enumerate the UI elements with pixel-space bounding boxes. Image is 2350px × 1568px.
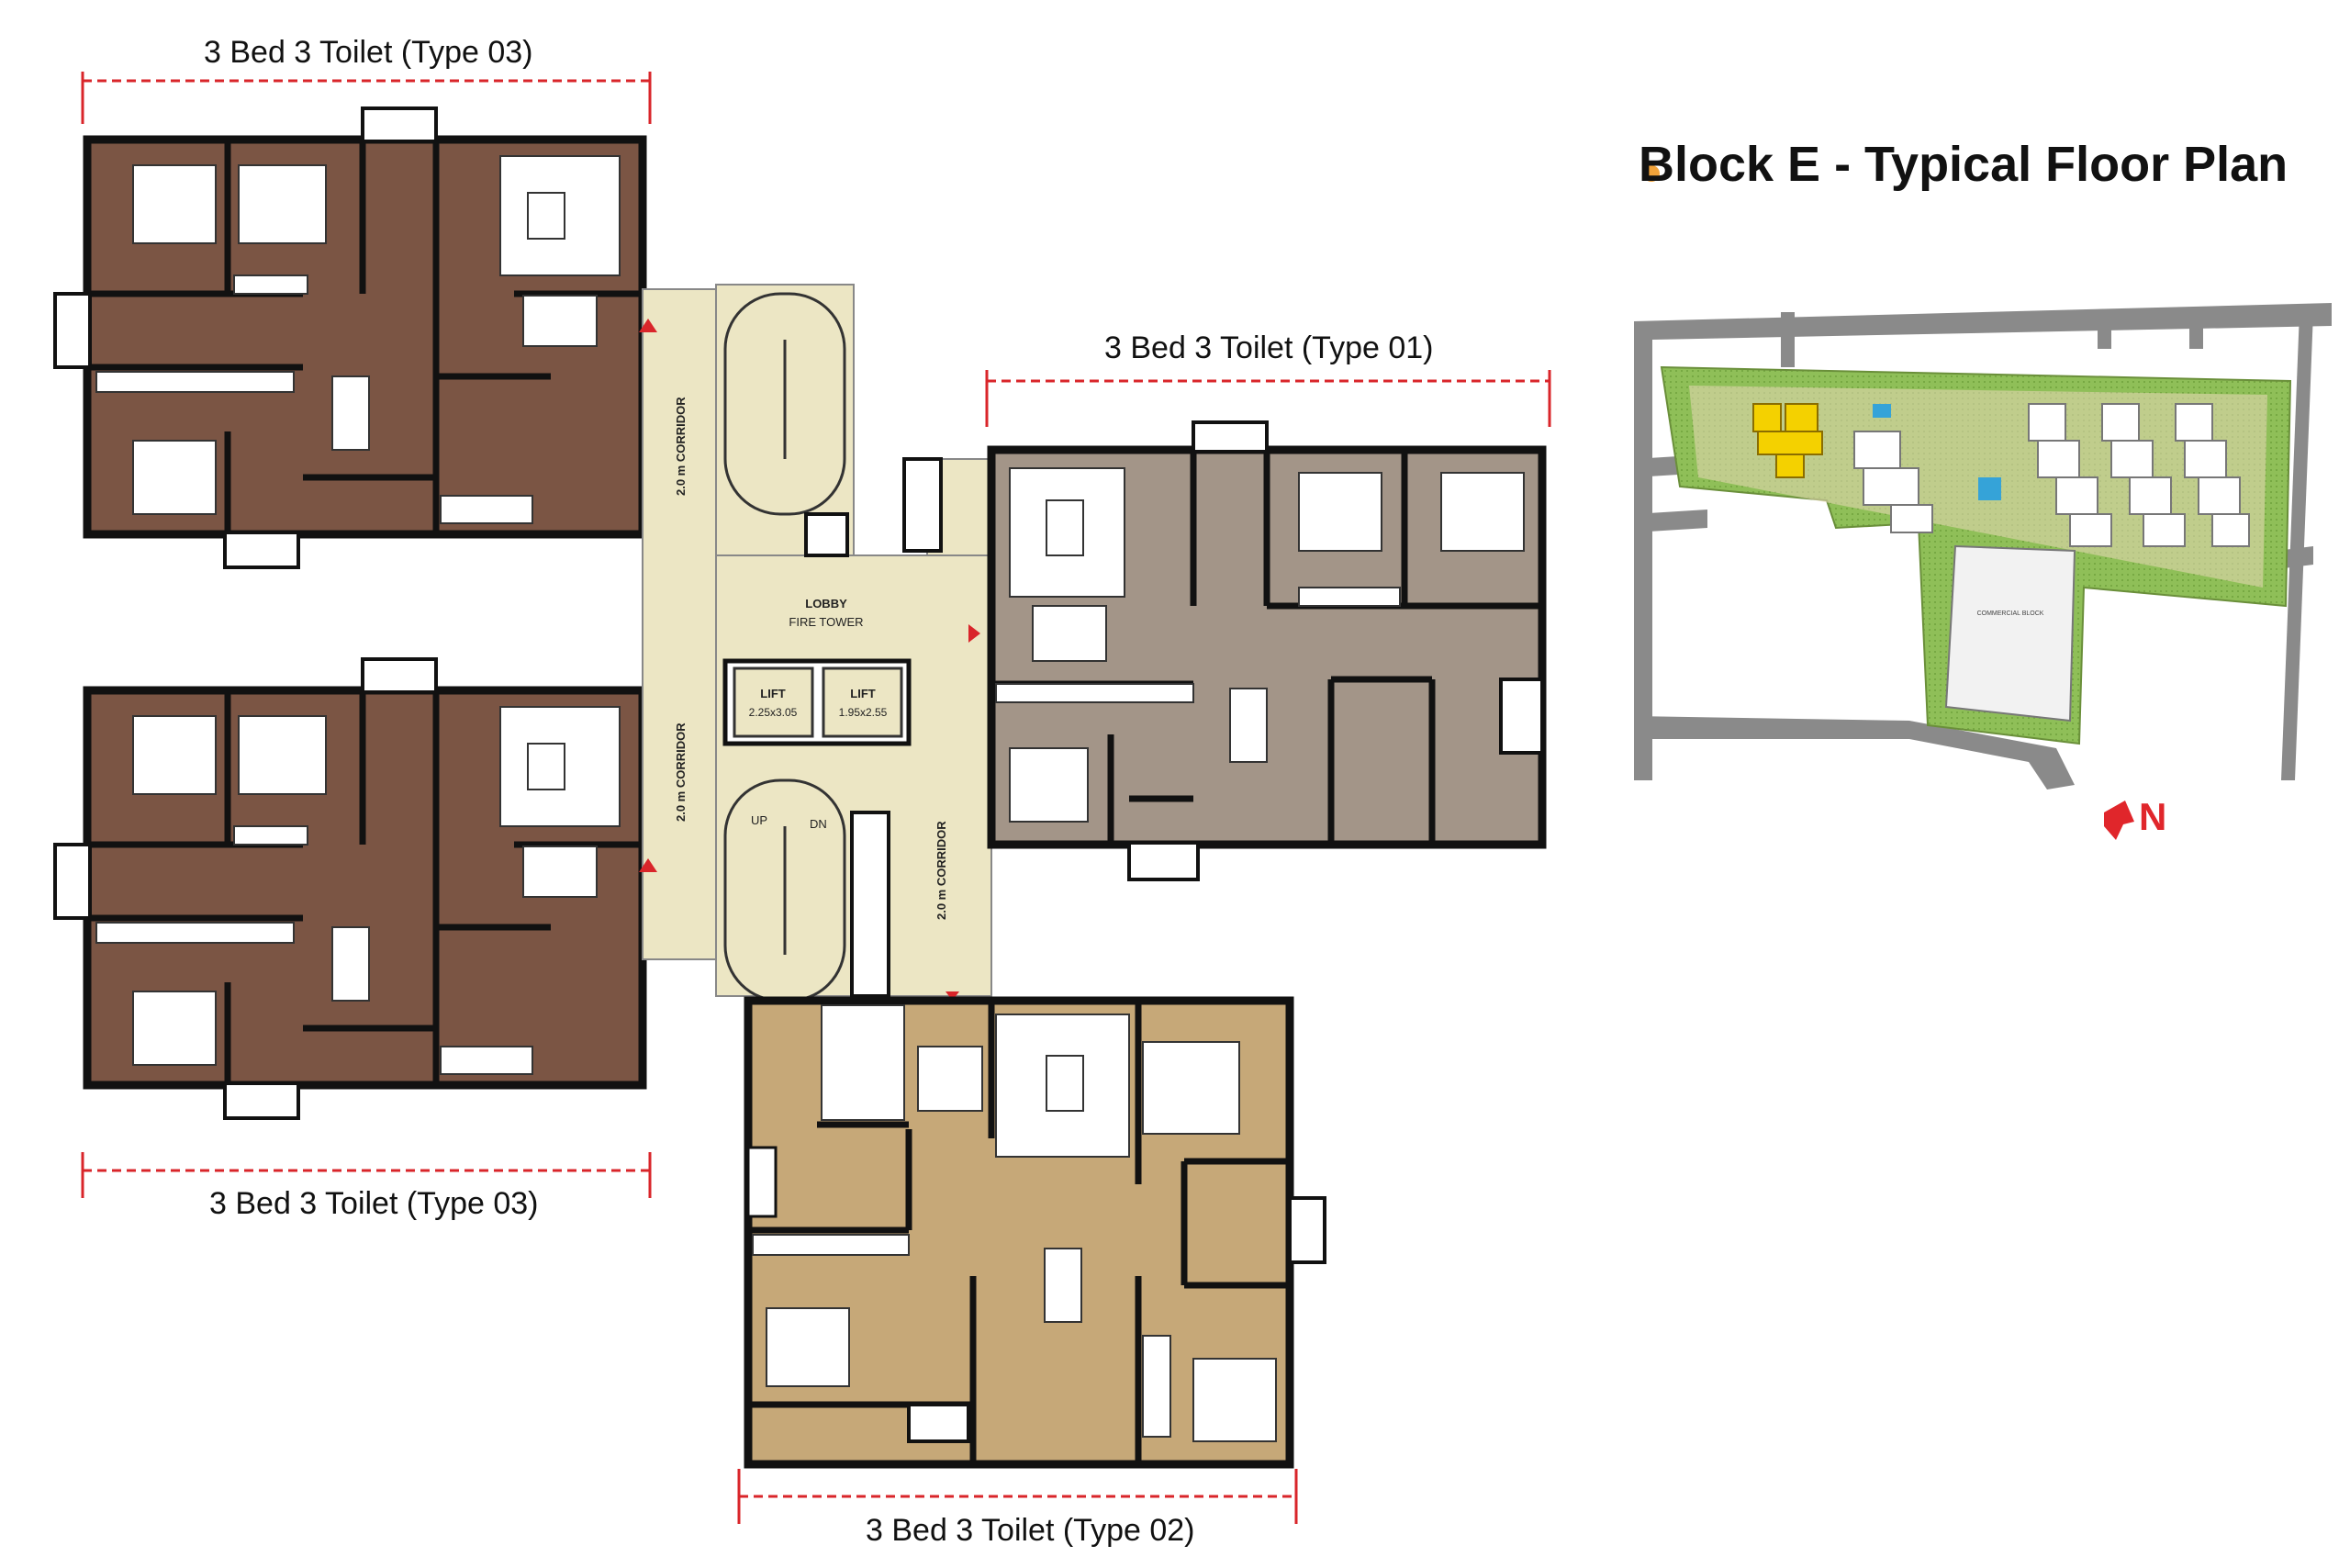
unit-label-type02: 3 Bed 3 Toilet (Type 02) <box>866 1513 1195 1548</box>
stair-up-label: UP <box>751 813 767 827</box>
corridor-right-label: 2.0 m CORRIDOR <box>934 821 948 920</box>
lift1-label: LIFT <box>760 687 785 700</box>
unit-label-type01: 3 Bed 3 Toilet (Type 01) <box>1104 330 1434 365</box>
building-core <box>639 284 992 1002</box>
commercial-block-label: COMMERCIAL BLOCK <box>1977 610 2044 617</box>
unit-type03-bottom <box>53 657 647 1120</box>
dimension-lines <box>83 79 1550 1498</box>
page-title: Block E - Typical Floor Plan <box>1639 137 2288 192</box>
lobby-label: LOBBY <box>805 597 847 610</box>
fire-tower-label: FIRE TOWER <box>789 615 863 629</box>
lift1-size: 2.25x3.05 <box>749 706 798 719</box>
unit-type02 <box>744 996 1326 1469</box>
stair-down-label: DN <box>810 817 827 831</box>
unit-label-type03-bottom: 3 Bed 3 Toilet (Type 03) <box>209 1186 539 1221</box>
corridor-left-top-label: 2.0 m CORRIDOR <box>674 397 688 496</box>
title-bullet-icon <box>1643 165 1660 182</box>
dimension-ticks <box>81 72 1551 1524</box>
unit-label-type03-top: 3 Bed 3 Toilet (Type 03) <box>204 35 533 70</box>
north-label: N <box>2139 795 2167 838</box>
corridor-left-bottom-label: 2.0 m CORRIDOR <box>674 722 688 822</box>
unit-type03-top <box>53 106 647 569</box>
site-key-plan <box>1634 303 2332 790</box>
lift2-label: LIFT <box>850 687 875 700</box>
unit-type01 <box>987 420 1547 881</box>
lift2-size: 1.95x2.55 <box>839 706 888 719</box>
north-arrow-icon <box>2104 801 2134 840</box>
